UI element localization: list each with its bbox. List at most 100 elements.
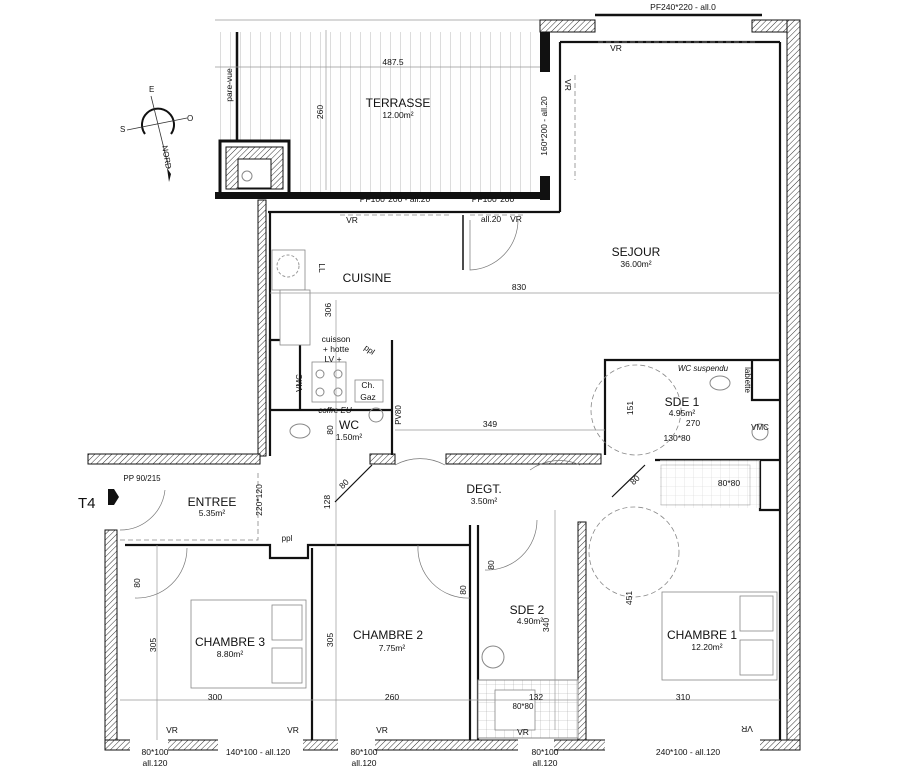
opening-ch3-b: 140*100 - all.120 xyxy=(226,747,291,757)
room-area-chambre1: 12.20m² xyxy=(691,642,722,652)
vmc-sde1-label: VMC xyxy=(751,423,769,432)
dim-sde2-w: 132 xyxy=(529,692,543,702)
dimensions: 487.5 260 830 306 80 349 151 270 80 80 1… xyxy=(132,57,700,702)
pv80-label: PV80 xyxy=(394,405,403,425)
opening-pf-terrasse-2-all: all.20 xyxy=(481,214,502,224)
washing-machine-icon xyxy=(276,254,300,278)
opening-pf-terrasse-2: PF100*200 xyxy=(472,194,515,204)
compass-s: S xyxy=(120,125,125,134)
room-area-degt: 3.50m² xyxy=(471,496,498,506)
interior-walls xyxy=(125,338,780,741)
room-area-entree: 5.35m² xyxy=(199,508,226,518)
beds xyxy=(190,591,778,689)
cuisson-label: cuisson xyxy=(322,334,351,344)
exterior-walls xyxy=(87,13,801,752)
toilet-icon xyxy=(289,423,311,439)
room-name-sde2: SDE 2 xyxy=(510,603,545,617)
wc-suspendu-label: WC suspendu xyxy=(678,364,729,373)
dim-entree-h: 128 xyxy=(322,495,332,509)
dim-door-sde2: 80 xyxy=(486,560,496,570)
pp-label: PP 90/215 xyxy=(123,474,161,483)
basin-sde1-label: 130*80 xyxy=(664,433,691,443)
toilet-icon xyxy=(709,375,731,391)
opening-ch2-all: all.120 xyxy=(351,758,376,768)
coffre-eu-label: coffre EU xyxy=(318,406,352,415)
compass-o: O xyxy=(187,114,193,123)
dim-door-ch2: 80 xyxy=(458,585,468,595)
room-labels: TERRASSE 12.00m² SEJOUR 36.00m² CUISINE … xyxy=(188,96,738,659)
ch-gaz-label-2: Gaz xyxy=(360,392,376,402)
hotte-label: + hotte xyxy=(323,344,350,354)
shower-sde1-label: 80*80 xyxy=(718,478,740,488)
room-area-sde1: 4.95m² xyxy=(669,408,696,418)
north-arrow-icon xyxy=(167,168,171,182)
dim-sde1-h: 151 xyxy=(625,401,635,415)
entrance-arrow-icon xyxy=(108,489,119,505)
room-name-chambre2: CHAMBRE 2 xyxy=(353,628,423,642)
room-name-wc: WC xyxy=(339,418,359,432)
room-name-chambre3: CHAMBRE 3 xyxy=(195,635,265,649)
dim-terrasse-h: 260 xyxy=(315,105,325,119)
dimension-lines xyxy=(119,30,780,740)
openings: PF100*200 - all.20 PF100*200 all.20 PF24… xyxy=(142,2,753,768)
dim-terrasse-w: 487.5 xyxy=(382,57,404,67)
room-name-chambre1: CHAMBRE 1 xyxy=(667,628,737,642)
vr-label: VR xyxy=(510,214,522,224)
vr-label: VR xyxy=(287,725,299,735)
dim-sde1-w: 270 xyxy=(686,418,700,428)
lv-label: LV + xyxy=(324,354,341,364)
dim-ch3-w: 300 xyxy=(208,692,222,702)
dim-wc-h: 80 xyxy=(325,425,335,435)
room-name-degt: DEGT. xyxy=(466,482,501,496)
vr-label: VR xyxy=(741,724,753,734)
room-area-chambre2: 7.75m² xyxy=(379,643,406,653)
dim-ch2-w: 260 xyxy=(385,692,399,702)
dim-ch2-h: 305 xyxy=(325,633,335,647)
opening-pf-sejour-side: 160*200 - all.20 xyxy=(539,96,549,156)
room-area-terrasse: 12.00m² xyxy=(382,110,413,120)
room-name-sejour: SEJOUR xyxy=(612,245,661,259)
sink-icon xyxy=(279,289,311,346)
compass-nord: NORD xyxy=(160,145,173,170)
opening-ch1: 240*100 - all.120 xyxy=(656,747,721,757)
opening-pf-sejour-top: PF240*220 - all.0 xyxy=(650,2,716,12)
opening-sde2-all: all.120 xyxy=(532,758,557,768)
kitchen-fixtures xyxy=(271,249,769,669)
vr-label: VR xyxy=(346,215,358,225)
dim-door-ch3: 80 xyxy=(132,578,142,588)
ll-label: LL xyxy=(317,263,327,273)
vr-label: VR xyxy=(563,79,573,91)
opening-ch2: 80*100 xyxy=(351,747,378,757)
room-area-sejour: 36.00m² xyxy=(620,259,651,269)
cooktop-icon xyxy=(311,361,347,403)
compass-e: E xyxy=(149,85,154,94)
vmc-kitchen-label: VMC xyxy=(295,374,304,392)
terrace xyxy=(215,19,545,199)
dim-door-sde1: 80 xyxy=(628,473,642,487)
vr-label: VR xyxy=(610,43,622,53)
dim-degt-w: 349 xyxy=(483,419,497,429)
opening-ch3-a-all: all.120 xyxy=(142,758,167,768)
dim-cuisine-h: 306 xyxy=(323,303,333,317)
dim-ch1-h: 451 xyxy=(624,591,634,605)
dim-sde2-h: 340 xyxy=(541,618,551,632)
ppl-kitchen-label: ppl xyxy=(362,343,376,357)
room-area-sde2: 4.90m² xyxy=(517,616,544,626)
unit-type-label: T4 xyxy=(78,495,96,512)
entrance-marker: T4 xyxy=(78,489,119,512)
room-area-chambre3: 8.80m² xyxy=(217,649,244,659)
lablette-label: lablette xyxy=(743,367,752,393)
basin-icon xyxy=(751,423,769,441)
compass: E O S NORD xyxy=(120,85,193,182)
ch-gaz-label-1: Ch. xyxy=(361,380,374,390)
vr-label: VR xyxy=(166,725,178,735)
shower-sde2-label: 80*80 xyxy=(513,702,534,711)
dim-sejour-w: 830 xyxy=(512,282,526,292)
dim-ch3-h: 305 xyxy=(148,638,158,652)
vr-label: VR xyxy=(517,727,529,737)
pare-vue-label: pare-vue xyxy=(224,68,234,102)
opening-sde2: 80*100 xyxy=(532,747,559,757)
room-name-sde1: SDE 1 xyxy=(665,395,700,409)
opening-pf-terrasse-1: PF100*200 - all.20 xyxy=(360,194,431,204)
